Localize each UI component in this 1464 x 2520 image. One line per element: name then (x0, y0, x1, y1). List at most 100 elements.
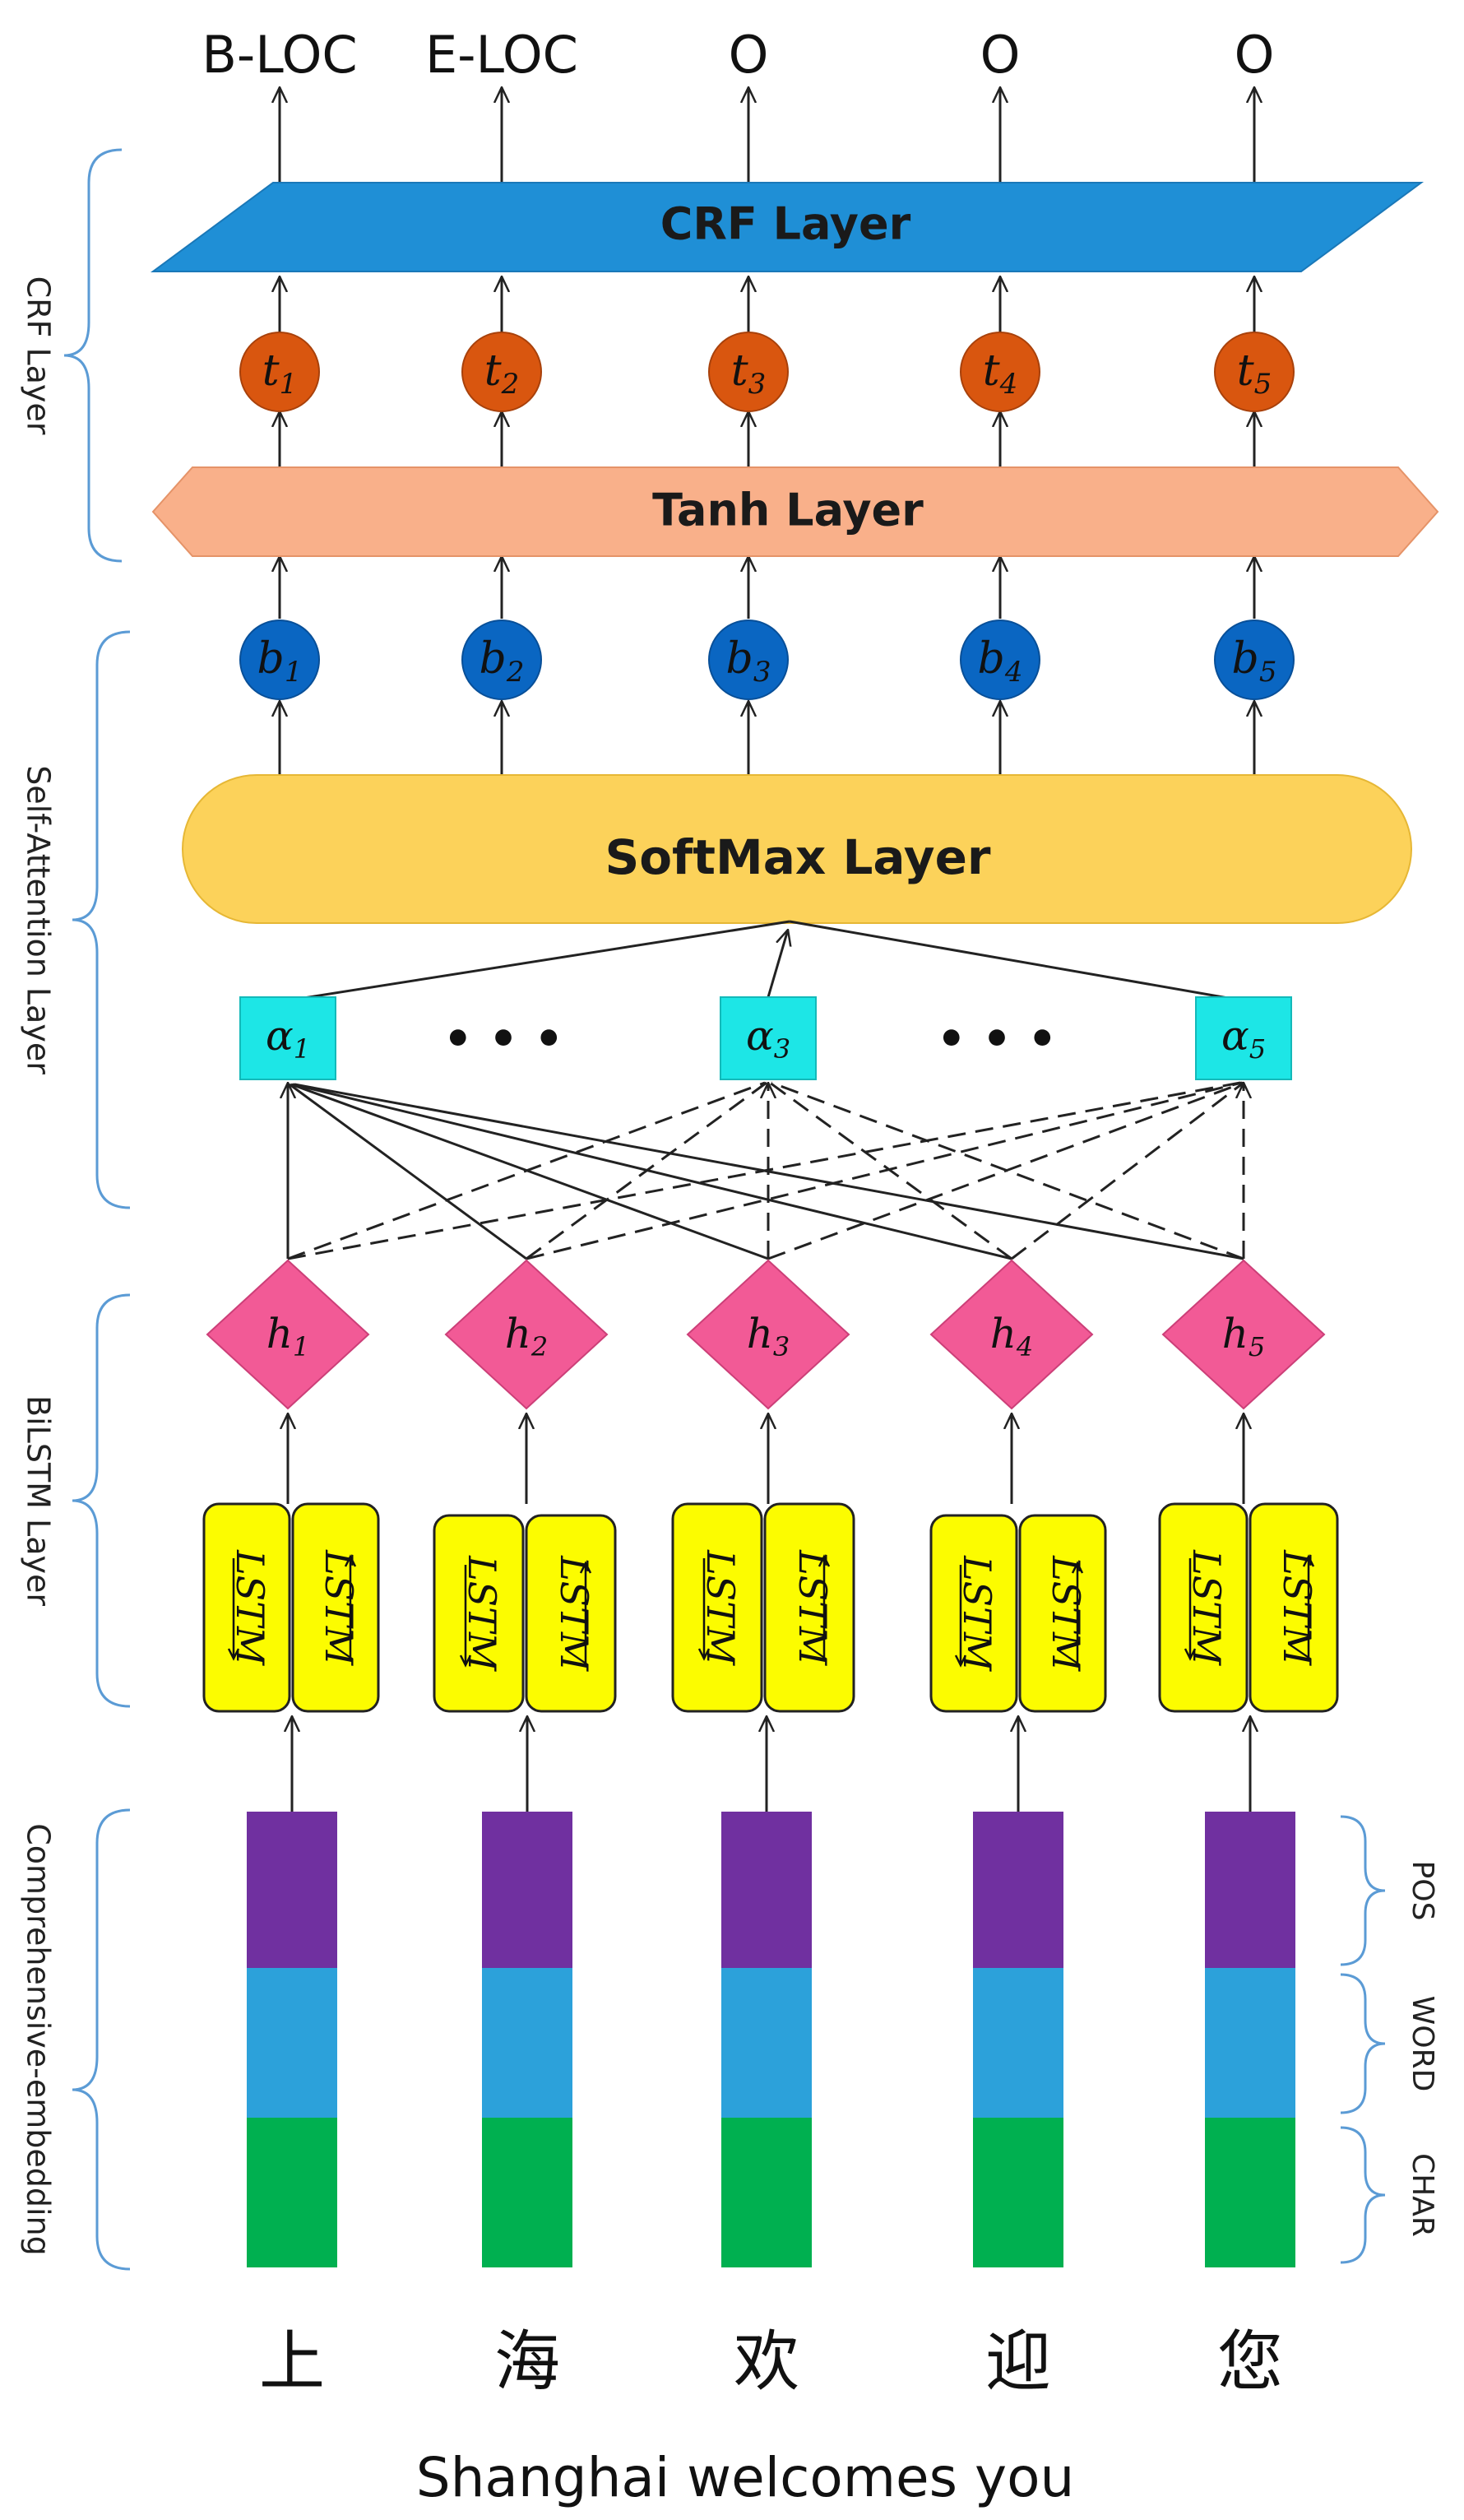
t-node: t5 (1214, 332, 1295, 412)
bilstm-pair: LSTM LSTM (202, 1502, 380, 1713)
embedding-brackets (1340, 1815, 1386, 2264)
input-character: 海 (494, 2323, 560, 2400)
bilstm-section-label: BiLSTM Layer (21, 1395, 57, 1606)
bilstm-cells: LSTM LSTM LSTM LSTM LSTM LSTM LSTM LSTM (202, 1502, 1339, 1713)
b-node: b5 (1214, 620, 1295, 700)
pos-embedding (482, 1812, 572, 1968)
char-embedding (973, 2118, 1063, 2267)
svg-text:b2: b2 (480, 634, 525, 689)
char-embedding (482, 2118, 572, 2267)
t-nodes: t1 t2 t3 t4 t5 (239, 332, 1295, 412)
output-tag: O (729, 25, 769, 85)
h-node: h4 (929, 1259, 1094, 1410)
input-character: 您 (1217, 2323, 1283, 2400)
output-tag: O (1235, 25, 1275, 85)
svg-text:LSTM: LSTM (790, 1549, 835, 1667)
word-embedding (1205, 1968, 1295, 2118)
backward-lstm-cell (291, 1502, 380, 1713)
char-bracket (1340, 2126, 1386, 2264)
backward-lstm-cell (1018, 1514, 1107, 1713)
softmax-layer-label: SoftMax Layer (605, 829, 990, 885)
t-node: t4 (960, 332, 1040, 412)
input-characters: 上 海 欢 迎 您 (259, 2323, 1283, 2400)
backward-lstm-cell (525, 1514, 617, 1713)
t-node: t1 (239, 332, 320, 412)
alpha-node: α3 (720, 996, 817, 1080)
embedding-columns (247, 1812, 1295, 2267)
tanh-layer-shape (151, 466, 1439, 557)
backward-lstm-cell (1249, 1502, 1339, 1713)
pos-embedding (1205, 1812, 1295, 1968)
word-bracket (1340, 1973, 1386, 2114)
svg-text:α5: α5 (1221, 1012, 1266, 1065)
input-character: 迎 (985, 2323, 1051, 2400)
crf-section-label: CRF Layer (21, 276, 57, 435)
svg-text:t4: t4 (983, 346, 1018, 401)
b-nodes: b1 b2 b3 b4 b5 (239, 620, 1295, 700)
char-label: CHAR (1406, 2153, 1439, 2237)
embedding-column (482, 1812, 572, 2267)
b-node: b2 (461, 620, 542, 700)
section-labels: CRF Layer Self-Attention Layer BiLSTM La… (21, 276, 57, 2256)
embedding-column (1205, 1812, 1295, 2267)
attention-section-label: Self-Attention Layer (21, 765, 57, 1074)
embedding-column (247, 1812, 337, 2267)
pos-embedding (247, 1812, 337, 1968)
svg-text:b4: b4 (978, 634, 1023, 689)
svg-text:h4: h4 (990, 1310, 1034, 1362)
svg-text:t3: t3 (731, 346, 767, 401)
h-nodes: h1 h2 h3 h4 h5 (206, 1259, 1326, 1410)
h-node: h3 (686, 1259, 850, 1410)
output-tag: O (980, 25, 1021, 85)
forward-lstm-cell (202, 1502, 291, 1713)
pos-bracket (1340, 1815, 1386, 1966)
lstm-direction-marks (227, 1554, 1315, 1668)
svg-text:α1: α1 (266, 1012, 310, 1065)
svg-text:t1: t1 (262, 346, 298, 401)
embedding-to-lstm-arrows (292, 1716, 1250, 1812)
output-tag: E-LOC (425, 25, 578, 85)
svg-text:α3: α3 (746, 1012, 790, 1065)
svg-text:LSTM: LSTM (1184, 1549, 1229, 1667)
ellipsis: • • • (937, 1013, 1057, 1066)
svg-text:t2: t2 (484, 346, 520, 401)
svg-text:LSTM: LSTM (228, 1549, 272, 1667)
word-embedding (247, 1968, 337, 2118)
t-node: t2 (461, 332, 542, 412)
char-embedding (1205, 2118, 1295, 2267)
svg-text:LSTM: LSTM (698, 1549, 743, 1667)
svg-text:LSTM: LSTM (1044, 1555, 1088, 1673)
forward-lstm-cell (929, 1514, 1018, 1713)
word-embedding (973, 1968, 1063, 2118)
alpha-to-softmax-lines (287, 920, 1243, 1002)
bilstm-section-bracket (72, 1293, 131, 1708)
ellipsis: • • • (443, 1013, 563, 1066)
h-node: h1 (206, 1259, 370, 1410)
alpha-node: α5 (1195, 996, 1292, 1080)
output-tags: B-LOC E-LOC O O O (202, 25, 1274, 85)
lstm-to-h-arrows (288, 1413, 1244, 1504)
alpha-node: α1 (239, 996, 336, 1080)
h-node: h2 (444, 1259, 609, 1410)
b-node: b3 (708, 620, 789, 700)
svg-text:b1: b1 (257, 634, 303, 689)
pos-embedding (973, 1812, 1063, 1968)
attention-section-bracket (72, 630, 131, 1209)
forward-lstm-cell (671, 1502, 763, 1713)
alpha-nodes: α1 α3 α5 (239, 996, 1292, 1080)
crf-layer-shape (150, 182, 1425, 272)
t-node: t3 (708, 332, 789, 412)
bilstm-pair: LSTM LSTM (929, 1514, 1107, 1713)
output-tag: B-LOC (202, 25, 357, 85)
svg-text:LSTM: LSTM (317, 1549, 361, 1667)
svg-text:LSTM: LSTM (460, 1555, 504, 1673)
embedding-type-labels: POS WORD CHAR (1406, 1861, 1439, 2237)
char-embedding (247, 2118, 337, 2267)
embedding-section-bracket (72, 1808, 131, 2271)
crf-section-bracket (63, 148, 123, 563)
svg-text:h2: h2 (505, 1310, 549, 1362)
svg-text:LSTM: LSTM (955, 1555, 999, 1673)
svg-text:LSTM: LSTM (552, 1555, 596, 1673)
input-character: 上 (259, 2323, 325, 2400)
